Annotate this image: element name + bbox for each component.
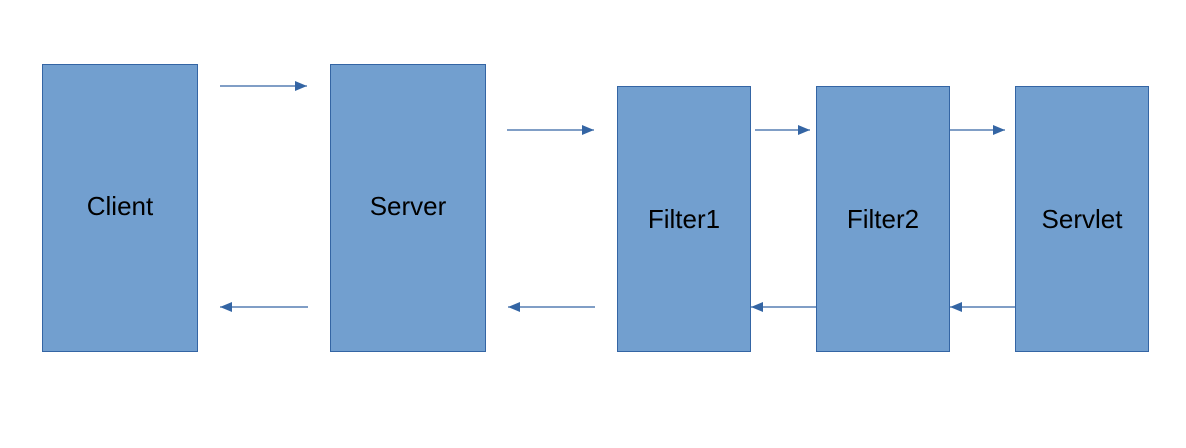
filter2-label: Filter2 bbox=[846, 203, 920, 234]
filter1-label: Filter1 bbox=[647, 203, 721, 234]
client-box: Client bbox=[42, 64, 198, 352]
client-label: Client bbox=[86, 191, 154, 221]
servlet-label: Servlet bbox=[1041, 203, 1123, 234]
server-box: Server bbox=[330, 64, 486, 352]
servlet-box: Servlet bbox=[1015, 86, 1149, 352]
server-label: Server bbox=[369, 191, 447, 221]
filter2-box: Filter2 bbox=[816, 86, 950, 352]
filter1-box: Filter1 bbox=[617, 86, 751, 352]
